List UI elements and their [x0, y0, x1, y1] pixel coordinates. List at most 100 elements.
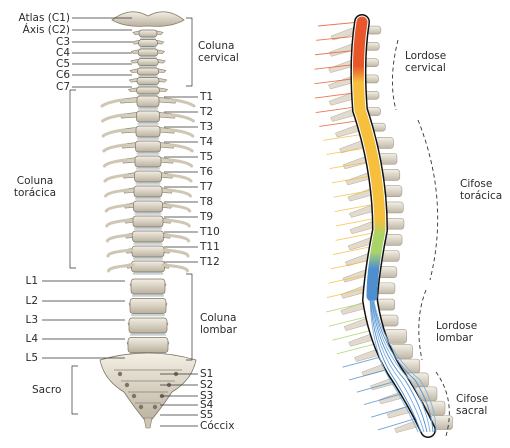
spinous-process: [354, 349, 378, 362]
intervertebral-disc: [133, 273, 164, 275]
vertebral-body: [136, 141, 161, 152]
label-t2: T2: [200, 106, 213, 118]
label-t4: T4: [200, 136, 213, 148]
vertebral-body: [137, 87, 160, 94]
vertebral-body: [134, 201, 163, 212]
rib-head: [103, 115, 123, 121]
vertebral-body: [136, 126, 160, 137]
intervertebral-disc: [137, 153, 160, 155]
label-t1: T1: [200, 91, 213, 103]
vertebral-body: [138, 59, 158, 66]
rib-head: [174, 100, 194, 106]
intervertebral-disc: [130, 334, 166, 336]
vertebral-body: [137, 78, 159, 85]
spinous-process: [331, 109, 355, 122]
vertebral-body: [137, 111, 160, 122]
label-t8: T8: [200, 196, 213, 208]
lateral-vertebra: [377, 283, 395, 294]
vertebral-body: [131, 279, 165, 294]
spinous-process: [329, 43, 353, 56]
intervertebral-disc: [136, 168, 160, 170]
intervertebral-disc: [133, 258, 163, 260]
rib-head: [102, 100, 122, 106]
lateral-vertebra: [384, 186, 402, 197]
curve-guide-thoracic: [418, 120, 438, 280]
label-c6: C6: [56, 69, 70, 81]
lateral-vertebra: [365, 59, 379, 67]
sacral-foramen: [118, 372, 122, 376]
vertebral-body: [137, 96, 159, 107]
vertebral-body: [135, 156, 161, 167]
region-thoracic: Coluna torácica: [8, 175, 62, 199]
vertebral-body: [139, 40, 158, 47]
curve-cervical-lordosis: Lordose cervical: [405, 50, 446, 74]
lateral-vertebra: [379, 267, 397, 278]
curve-thoracic-kyphosis: Cifose torácica: [460, 178, 502, 202]
vertebral-body: [129, 318, 167, 333]
region-cervical: Coluna cervical: [198, 40, 239, 64]
rib-head: [104, 145, 125, 151]
intervertebral-disc: [132, 295, 164, 297]
label-t11: T11: [200, 241, 220, 253]
label-l2: L2: [25, 295, 38, 307]
vertebral-body: [133, 216, 163, 227]
sacral-foramen: [125, 383, 129, 387]
vertebral-body: [134, 186, 162, 197]
rib-head: [104, 160, 126, 166]
intervertebral-disc: [138, 108, 158, 110]
spinous-process: [348, 237, 372, 250]
spinous-process: [348, 188, 372, 201]
label-t3: T3: [200, 121, 213, 133]
coccyx-bone: [144, 418, 152, 428]
label-c2: Áxis (C2): [23, 24, 70, 36]
label-c7: C7: [56, 81, 70, 93]
vertebral-body: [133, 231, 164, 242]
intervertebral-disc: [134, 228, 162, 230]
vertebral-body: [138, 49, 158, 56]
intervertebral-disc: [138, 123, 159, 125]
intervertebral-disc: [131, 314, 165, 316]
bracket-lumbar: [186, 274, 192, 360]
vertebral-body: [132, 261, 165, 272]
sacral-foramen: [153, 405, 157, 409]
sacral-foramen: [139, 405, 143, 409]
label-l5: L5: [25, 352, 38, 364]
label-c1: Atlas (C1): [19, 12, 70, 24]
bracket-cervical: [186, 18, 192, 86]
rib-head: [172, 130, 193, 136]
label-t10: T10: [200, 226, 220, 238]
bracket-sacrum: [72, 366, 78, 414]
label-t7: T7: [200, 181, 213, 193]
spinous-process: [328, 76, 352, 89]
curve-lumbar-lordosis: Lordose lombar: [436, 320, 477, 344]
intervertebral-disc: [135, 198, 161, 200]
rib-head: [103, 130, 124, 136]
sacrum: [100, 353, 196, 424]
spinous-process: [343, 156, 367, 169]
lateral-vertebra: [386, 218, 404, 229]
curve-sacral-kyphosis: Cifose sacral: [456, 393, 488, 417]
region-sacrum: Sacro: [32, 384, 61, 396]
label-coccyx: Cóccix: [200, 420, 234, 432]
vertebral-body: [139, 30, 157, 37]
vertebral-body: [135, 171, 162, 182]
rib-head: [171, 145, 192, 151]
label-t12: T12: [200, 256, 220, 268]
vertebral-body: [132, 246, 164, 257]
intervertebral-disc: [134, 243, 163, 245]
label-t9: T9: [200, 211, 213, 223]
intervertebral-disc: [137, 138, 159, 140]
lateral-vertebra: [382, 169, 400, 180]
vertebral-body: [130, 299, 166, 314]
label-l3: L3: [25, 314, 38, 326]
region-lumbar: Coluna lombar: [200, 312, 237, 336]
lateral-vertebra: [364, 75, 378, 83]
spinous-process: [345, 253, 369, 266]
label-l4: L4: [25, 333, 38, 345]
rib-head: [173, 115, 193, 121]
label-t5: T5: [200, 151, 213, 163]
bracket-thoracic: [70, 90, 76, 268]
intervertebral-disc: [135, 213, 162, 215]
sacral-foramen: [132, 394, 136, 398]
atlas-bone: [112, 12, 184, 27]
